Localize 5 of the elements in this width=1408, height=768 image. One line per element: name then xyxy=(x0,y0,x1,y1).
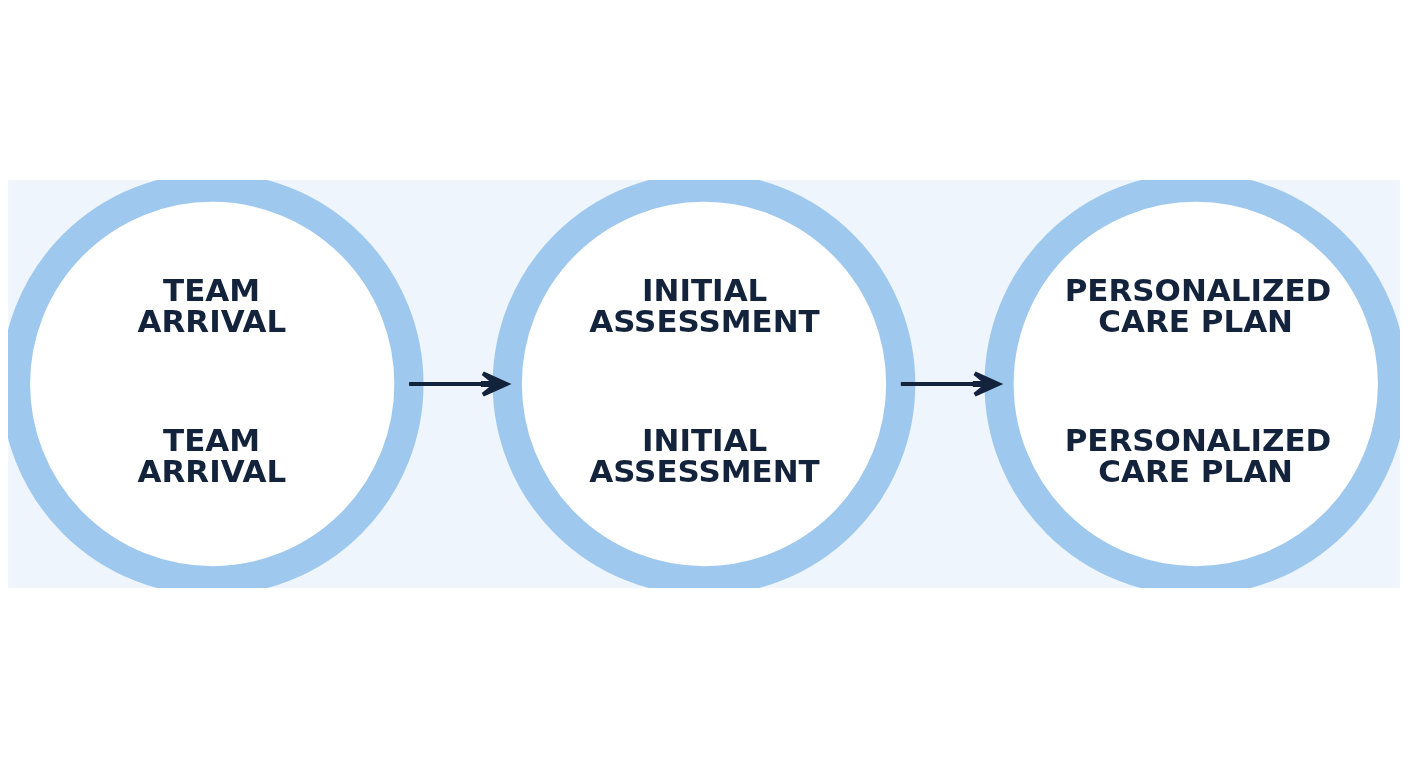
arrow xyxy=(409,371,509,397)
node-circle: PERSONALIZED CARE PLAN PERSONALIZED CARE PLAN xyxy=(984,180,1400,588)
node-circle: INITIAL ASSESSMENT INITIAL ASSESSMENT xyxy=(492,180,916,588)
node-circle: TEAM ARRIVAL TEAM ARRIVAL xyxy=(8,180,424,588)
arrow xyxy=(900,371,1001,397)
